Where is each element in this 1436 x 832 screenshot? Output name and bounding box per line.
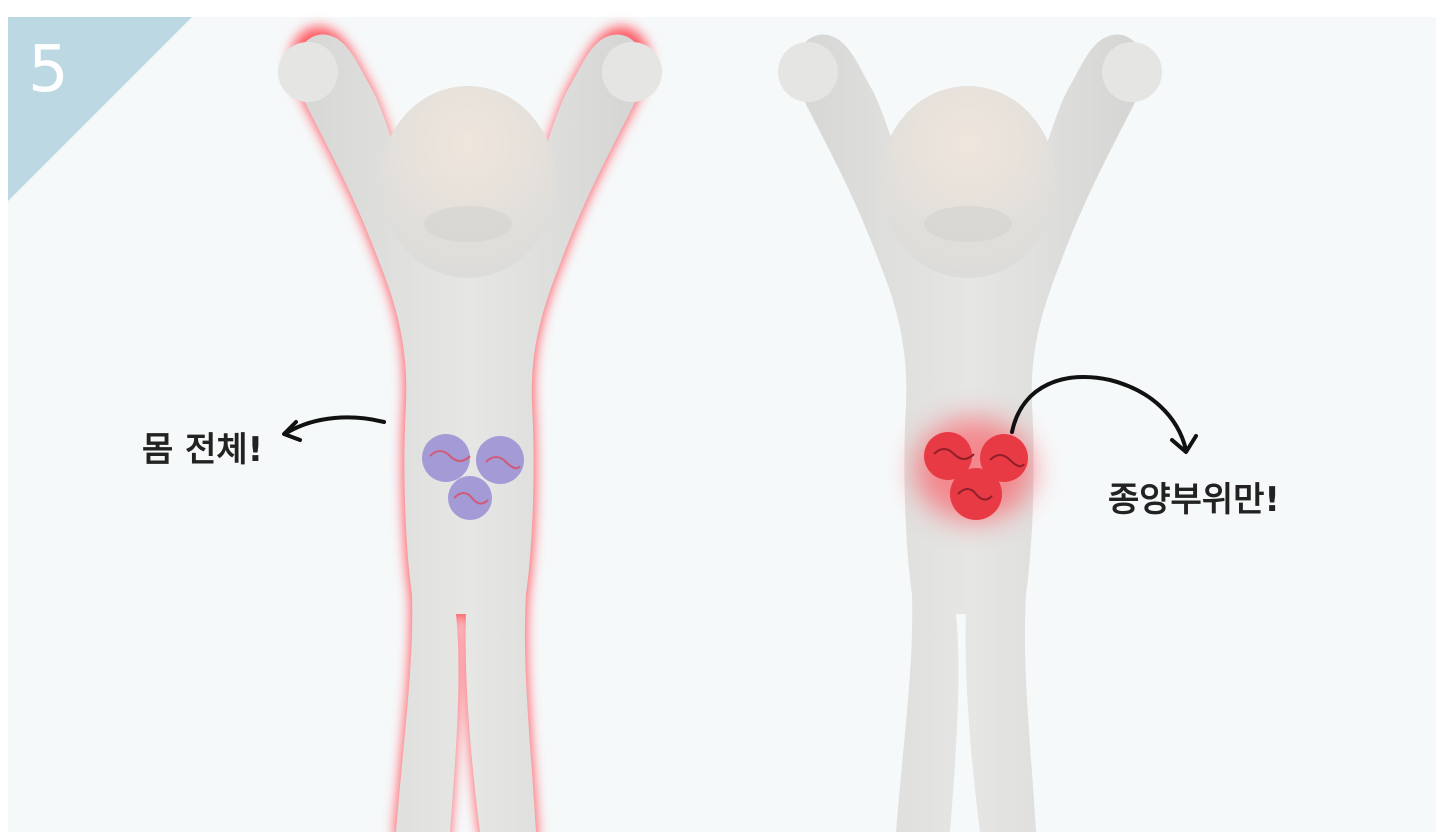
left-figure — [278, 26, 662, 832]
right-arrow — [1012, 377, 1196, 452]
left-figure-label: 몸 전체! — [142, 422, 263, 471]
right-tumor-cluster — [914, 418, 1034, 522]
right-figure-label: 종양부위만! — [1108, 472, 1280, 521]
left-arrow — [284, 417, 384, 440]
